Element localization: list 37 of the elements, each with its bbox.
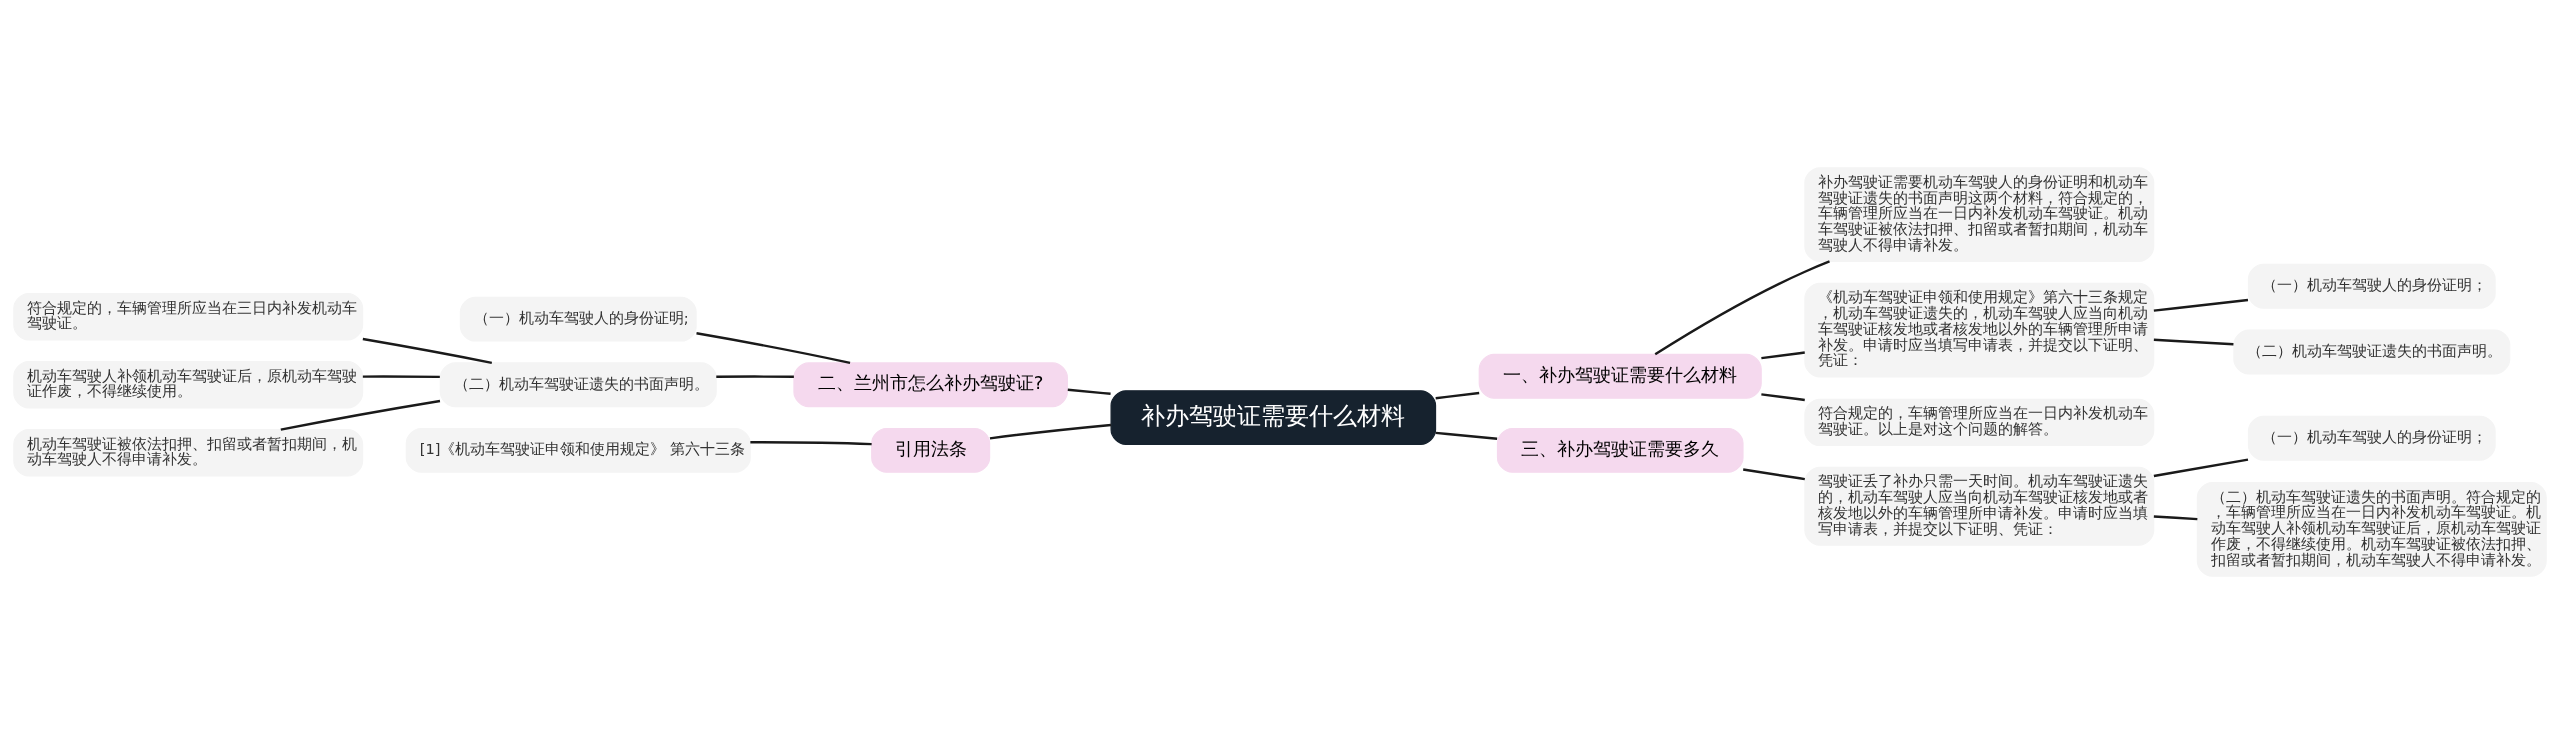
node-box: 二、兰州市怎么补办驾驶证? xyxy=(793,361,1068,407)
node-box: 符合规定的，车辆管理所应当在一日内补发机动车驾驶证。以上是对这个问题的解答。 xyxy=(1804,398,2155,446)
node-box: 《机动车驾驶证申领和使用规定》第六十三条规定，机动车驾驶证遗失的，机动车驾驶人应当向机动车驾驶证核发地或者核发地以外的车辆管理所申请补发。申请时应当填写申请表，并提交以下证明、凭证： xyxy=(1804,282,2155,377)
connector xyxy=(362,374,440,378)
node-box: 机动车驾驶人补领机动车驾驶证后，原机动车驾驶证作废，不得继续使用。 xyxy=(13,360,364,408)
node-box: 驾驶证丢了补办只需一天时间。机动车驾驶证遗失的，机动车驾驶人应当向机动车驾驶证核发地或者核发地以外的车辆管理所申请补发。申请时应当填写申请表，并提交以下证明、凭证： xyxy=(1804,466,2155,546)
connector xyxy=(1761,350,1805,359)
node-box: 引用法条 xyxy=(871,427,991,473)
node-box: （二）机动车驾驶证遗失的书面声明。 xyxy=(439,361,717,407)
connector xyxy=(280,399,441,431)
node-box: [1]《机动车驾驶证申领和使用规定》 第六十三条 xyxy=(405,427,751,473)
connector xyxy=(716,374,794,378)
node-box: 补办驾驶证需要机动车驾驶人的身份证明和机动车驾驶证遗失的书面声明这两个材料，符合规定的，车辆管理所应当在一日内补发机动车驾驶证。机动车驾驶证被依法扣押、扣留或者暂扣期间，机动车驾驶人不得申请补发。 xyxy=(1804,166,2155,262)
node-box: 一、补办驾驶证需要什么材料 xyxy=(1478,353,1762,399)
connector xyxy=(989,423,1112,440)
connector xyxy=(2153,298,2249,312)
node-box: （二）机动车驾驶证遗失的书面声明。符合规定的，车辆管理所应当在一日内补发机动车驾驶证。机动车驾驶人补领机动车驾驶证后，原机动车驾驶证作废，不得继续使用。机动车驾驶证被依法扣押、扣留或者暂扣期间，机动车驾驶人不得申请补发。 xyxy=(2196,481,2547,577)
connector xyxy=(1435,391,1480,399)
node-box: （二）机动车驾驶证遗失的书面声明。 xyxy=(2233,328,2511,374)
connector xyxy=(362,337,493,364)
node-box: 三、补办驾驶证需要多久 xyxy=(1496,427,1744,473)
connector xyxy=(2153,457,2249,477)
node-box: （一）机动车驾驶人的身份证明; xyxy=(459,296,697,342)
node-box: （一）机动车驾驶人的身份证明； xyxy=(2247,263,2496,309)
node-box: （一）机动车驾驶人的身份证明； xyxy=(2247,415,2496,461)
connector xyxy=(1761,392,1805,401)
connector xyxy=(750,440,872,445)
connector xyxy=(1743,467,1805,480)
connector xyxy=(2153,338,2234,345)
connector xyxy=(1067,388,1111,395)
connector xyxy=(1435,431,1498,440)
node-box: 符合规定的，车辆管理所应当在三日内补发机动车驾驶证。 xyxy=(13,292,364,340)
connector xyxy=(1654,259,1830,355)
connector xyxy=(696,331,851,364)
node-box: 补办驾驶证需要什么材料 xyxy=(1110,389,1437,445)
node-box: 机动车驾驶证被依法扣押、扣留或者暂扣期间，机动车驾驶人不得申请补发。 xyxy=(13,428,364,476)
connector xyxy=(2153,514,2198,520)
